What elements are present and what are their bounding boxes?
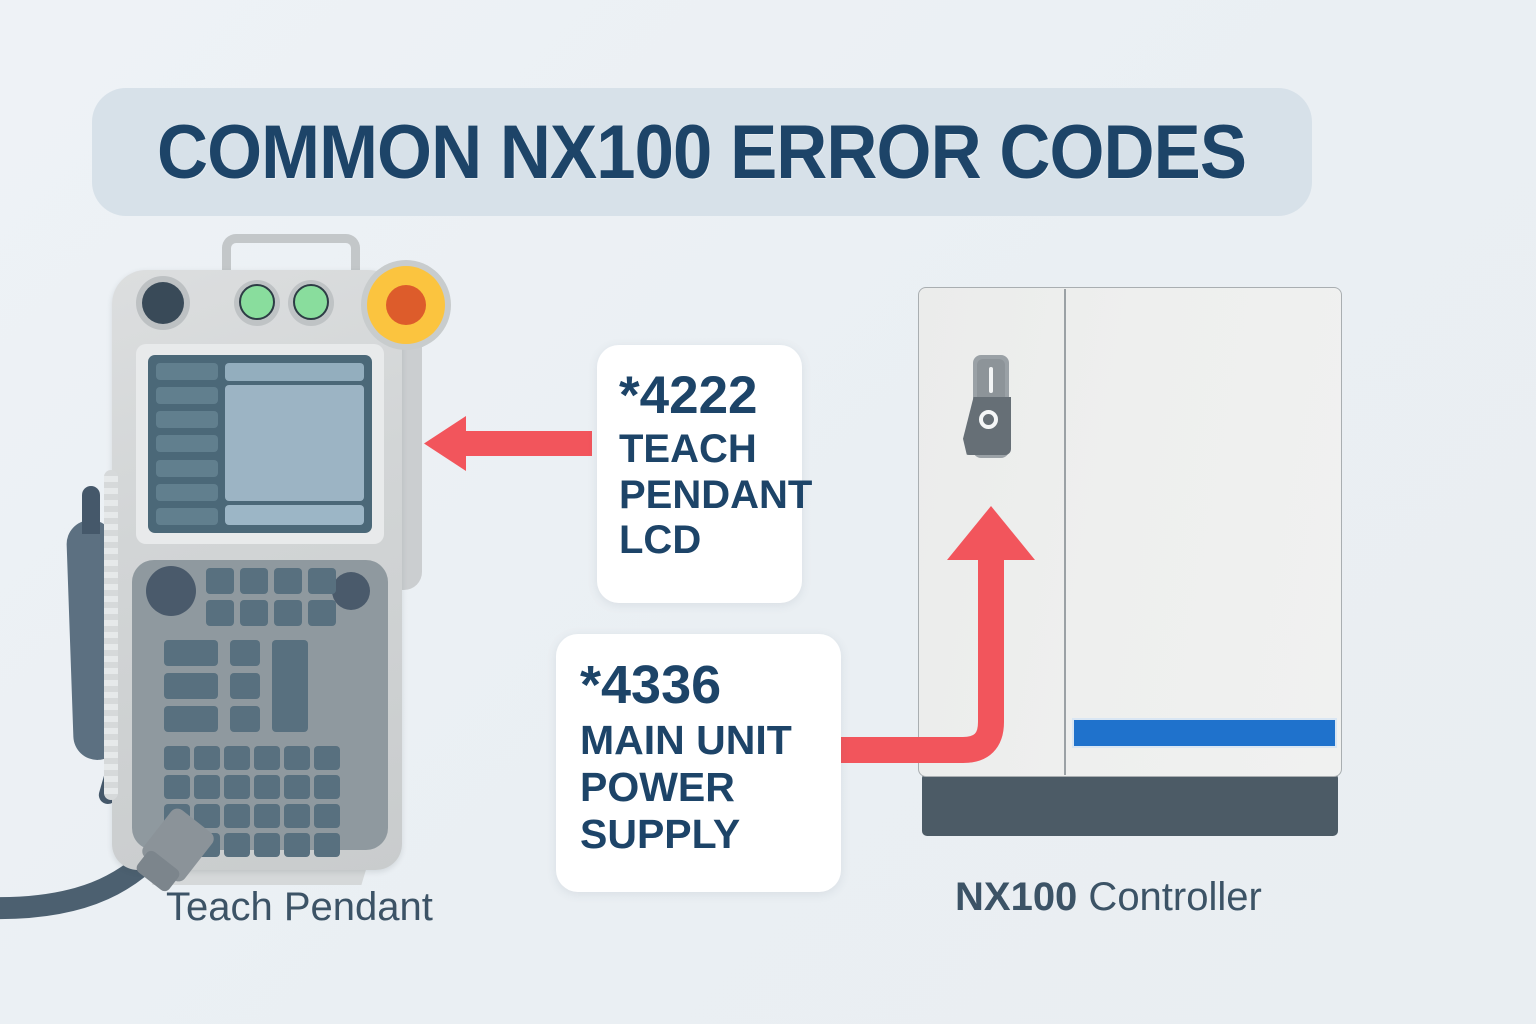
keypad-key[interactable]: [230, 640, 260, 666]
keypad-key[interactable]: [254, 804, 280, 828]
keypad-key[interactable]: [224, 804, 250, 828]
lcd-menu-item: [156, 483, 218, 501]
keypad-key[interactable]: [254, 746, 280, 770]
keypad-key[interactable]: [284, 833, 310, 857]
keypad-key[interactable]: [224, 775, 250, 799]
keypad-key[interactable]: [230, 706, 260, 732]
keypad-key[interactable]: [254, 833, 280, 857]
controller-accent-bar: [1072, 718, 1337, 748]
power-off-symbol-icon: [979, 410, 998, 429]
keypad-key[interactable]: [314, 804, 340, 828]
page-title-pill: COMMON NX100 ERROR CODES: [92, 88, 1312, 216]
keypad-key[interactable]: [206, 568, 234, 594]
lcd-main-canvas: [225, 385, 364, 501]
keypad-key[interactable]: [284, 746, 310, 770]
keypad-key[interactable]: [254, 775, 280, 799]
keypad-key[interactable]: [240, 568, 268, 594]
keypad-key[interactable]: [194, 775, 220, 799]
callout-card-4222[interactable]: *4222 TEACH PENDANT LCD: [597, 345, 813, 603]
lcd-menu-item: [156, 411, 218, 429]
error-desc-4336: MAIN UNIT POWER SUPPLY: [580, 717, 792, 857]
callout-card-4336[interactable]: *4336 MAIN UNIT POWER SUPPLY: [556, 634, 841, 892]
keypad-key[interactable]: [284, 804, 310, 828]
lcd-menu-item: [156, 507, 218, 525]
lcd-status-bar: [225, 505, 364, 525]
keypad-key[interactable]: [164, 775, 190, 799]
keypad-key[interactable]: [274, 600, 302, 626]
keypad-key[interactable]: [308, 600, 336, 626]
green-button-2[interactable]: [293, 284, 329, 320]
keypad-key[interactable]: [206, 600, 234, 626]
keypad-wide-key[interactable]: [164, 673, 218, 699]
keypad-key[interactable]: [284, 775, 310, 799]
controller-base-plinth: [922, 773, 1338, 836]
green-button-1[interactable]: [239, 284, 275, 320]
error-desc-4222: TEACH PENDANT LCD: [619, 427, 813, 563]
controller-panel-divider: [1064, 289, 1066, 775]
keypad-wide-key[interactable]: [164, 706, 218, 732]
keypad-key[interactable]: [314, 833, 340, 857]
lcd-title-bar: [225, 363, 364, 381]
keypad-key[interactable]: [308, 568, 336, 594]
page-title: COMMON NX100 ERROR CODES: [157, 109, 1247, 195]
lcd-menu-item: [156, 435, 218, 453]
keypad-key[interactable]: [314, 775, 340, 799]
caption-nx100-controller: NX100 Controller: [955, 875, 1262, 920]
keypad-key[interactable]: [164, 746, 190, 770]
keypad-key[interactable]: [240, 600, 268, 626]
enable-round-button[interactable]: [332, 572, 370, 610]
keypad-key[interactable]: [224, 746, 250, 770]
pendant-carry-handle: [222, 234, 360, 295]
lcd-content-area: [225, 363, 364, 525]
keypad-key[interactable]: [274, 568, 302, 594]
lcd-menu-item: [156, 363, 218, 380]
lcd-sidebar-menu: [156, 363, 218, 525]
keypad-key[interactable]: [224, 833, 250, 857]
error-code-4222: *4222: [619, 366, 758, 425]
pendant-strap-top-anchor: [82, 486, 100, 534]
keypad-key[interactable]: [230, 673, 260, 699]
nx100-controller-illustration: [900, 275, 1380, 875]
lcd-menu-item: [156, 459, 218, 477]
teach-pendant-lcd-screen[interactable]: [148, 355, 372, 533]
emergency-stop-button[interactable]: [386, 285, 426, 325]
teach-pendant-illustration: [0, 230, 530, 930]
keypad-key[interactable]: [194, 746, 220, 770]
caption-nx100-strong: NX100: [955, 875, 1078, 919]
mode-selector-knob[interactable]: [142, 282, 184, 324]
keypad-key[interactable]: [314, 746, 340, 770]
caption-teach-pendant: Teach Pendant: [166, 885, 433, 929]
keypad-enter-key[interactable]: [272, 640, 308, 732]
pendant-grip-ridges: [104, 470, 118, 800]
caption-controller-rest: Controller: [1077, 875, 1262, 919]
lcd-menu-item: [156, 387, 218, 405]
keypad-wide-key[interactable]: [164, 640, 218, 666]
power-on-symbol-icon: [989, 367, 993, 393]
error-code-4336: *4336: [580, 655, 722, 715]
axis-joystick-button[interactable]: [146, 566, 196, 616]
